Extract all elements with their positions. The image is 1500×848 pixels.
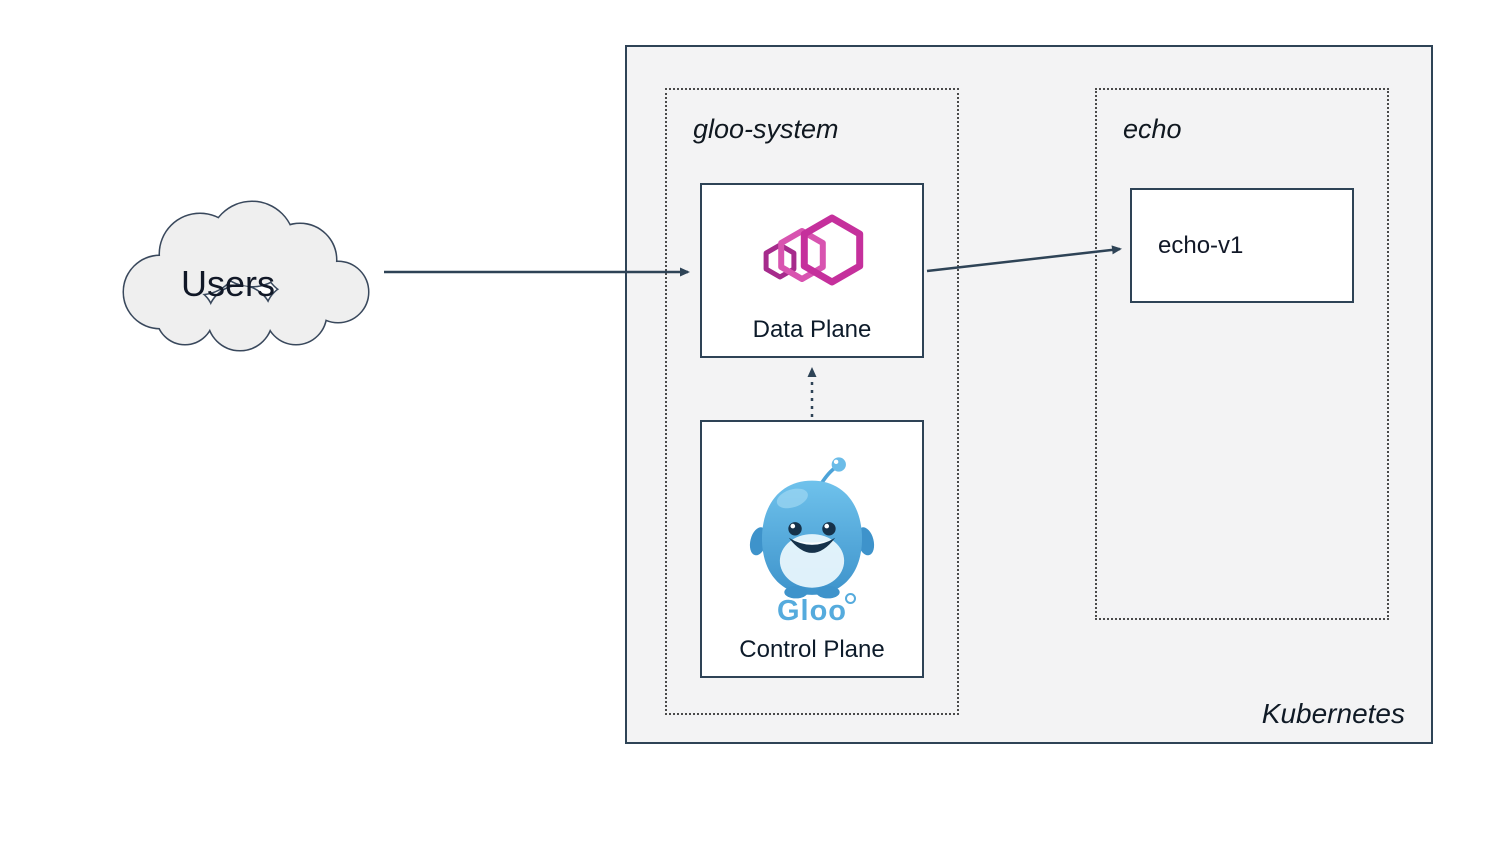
data-plane-node: Data Plane: [700, 183, 924, 358]
echo-v1-label: echo-v1: [1158, 231, 1244, 259]
gloo-system-label: gloo-system: [693, 114, 839, 144]
gloo-gateway-hexagons-icon: [763, 214, 864, 285]
echo-v1-node: echo-v1: [1130, 188, 1354, 303]
data-plane-label: Data Plane: [752, 316, 872, 343]
gloo-mascot-icon: [749, 457, 875, 599]
namespace-echo: echo: [1095, 88, 1389, 620]
gloo-wordmark-bubble: [845, 593, 857, 605]
users-label: Users: [181, 263, 275, 304]
namespace-gloo-system: gloo-system: [665, 88, 959, 715]
control-plane-node: Gloo Control Plane: [700, 420, 924, 678]
users-cloud: Users: [122, 200, 370, 352]
gloo-wordmark-text: Gloo: [776, 595, 848, 628]
kubernetes-label: Kubernetes: [1261, 698, 1405, 729]
gloo-wordmark: Gloo: [776, 593, 857, 628]
control-plane-label: Control Plane: [739, 636, 885, 663]
echo-label: echo: [1123, 114, 1182, 144]
